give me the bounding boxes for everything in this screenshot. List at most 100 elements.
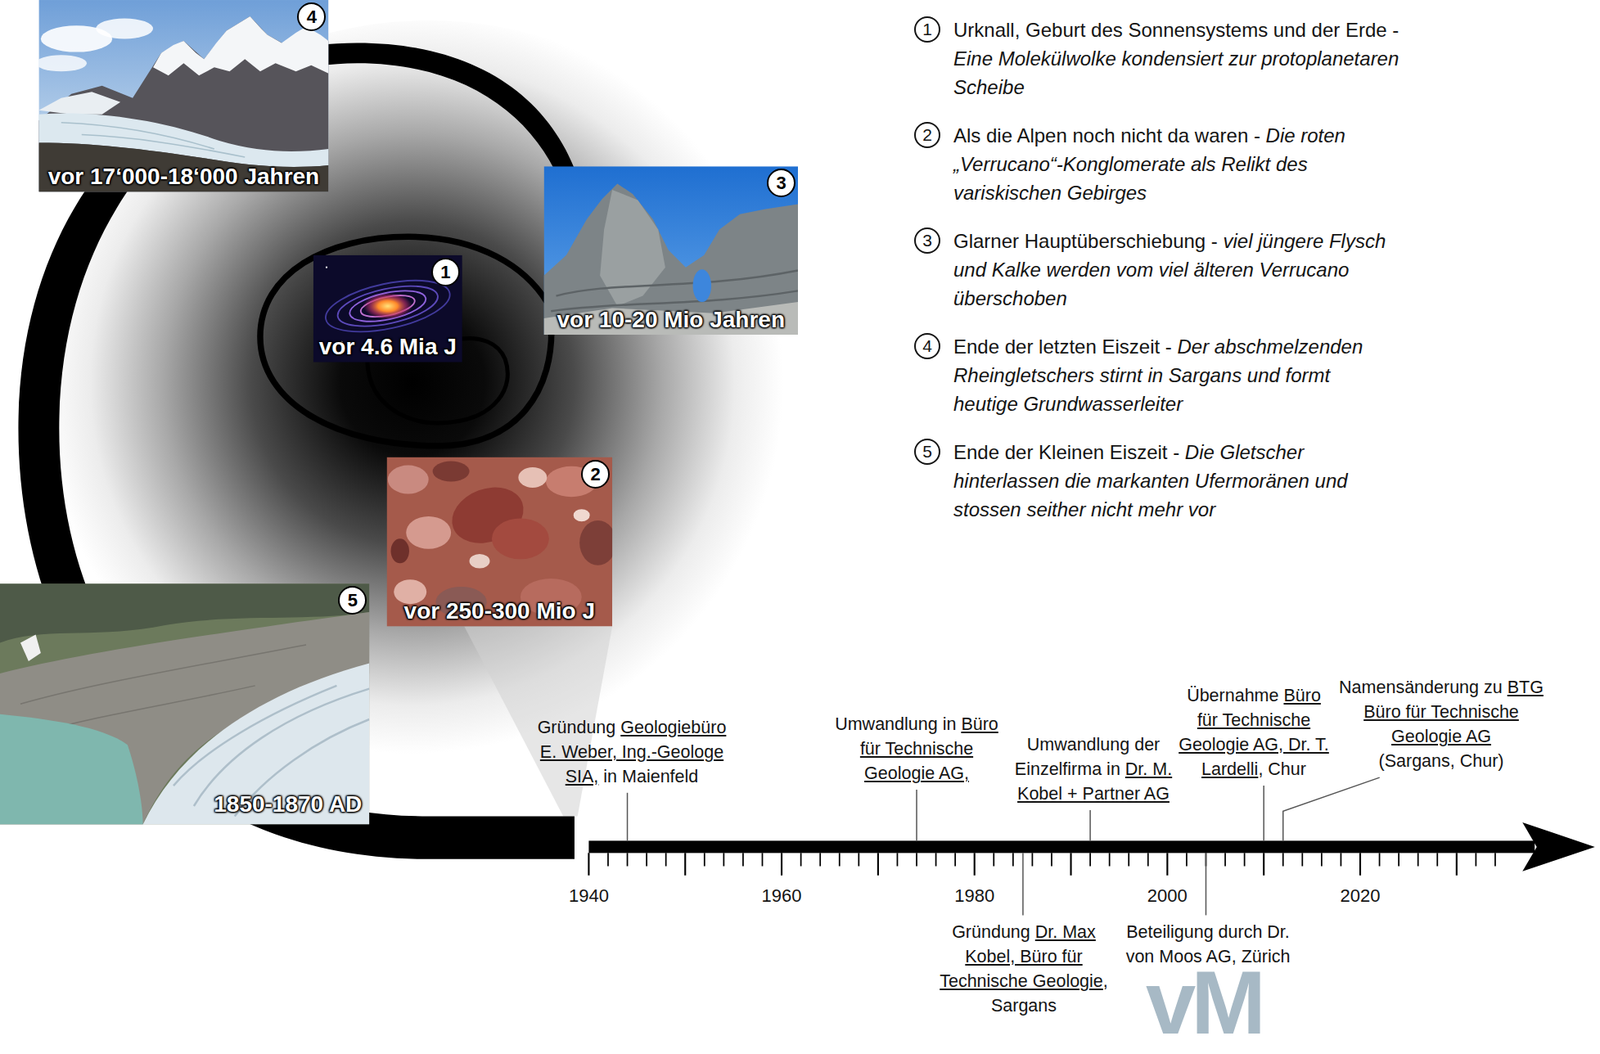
callout-number: 3 [914, 227, 941, 254]
callout-number: 4 [297, 2, 326, 32]
timeline-event: Gründung Dr. Max Kobel, Büro für Technis… [937, 919, 1111, 1019]
event-title: Urknall, Geburt des Sonnensystems und de… [953, 18, 1399, 41]
callout-number: 5 [914, 438, 941, 465]
event-text: Gründung [951, 922, 1031, 942]
leader-line [1283, 777, 1380, 841]
scree [544, 301, 798, 335]
disc-ring [359, 291, 418, 321]
pebble [387, 465, 429, 495]
protostar-glow [363, 292, 413, 320]
leader-line [1089, 810, 1091, 841]
pebble [469, 554, 491, 568]
photo-caption: vor 10-20 Mio Jahren [556, 306, 785, 334]
event-text: Gründung [537, 717, 617, 738]
thrust-photo [544, 166, 798, 335]
event-text: , Chur [1257, 759, 1307, 780]
valley-floor [38, 143, 329, 193]
leader-line [1262, 785, 1264, 841]
callout-number: 1 [431, 257, 460, 287]
photo-ground [387, 457, 613, 627]
sky [38, 0, 329, 192]
photo-caption: 1850-1870 AD [213, 791, 362, 818]
callout-number: 4 [914, 333, 941, 360]
galaxy-photo [313, 255, 463, 363]
axis-year: 2020 [1327, 885, 1393, 907]
leader-line [1022, 852, 1024, 915]
photo-frame: vor 4.6 Mia J 1 [313, 255, 463, 363]
event-item: 2 Als die Alpen noch nicht da waren - Die… [914, 121, 1406, 208]
callout-number: 2 [581, 459, 610, 489]
callout-number: 5 [338, 585, 367, 615]
event-item: 3 Glarner Hauptüberschiebung - viel jünge… [914, 226, 1406, 313]
event-text: Übernahme [1186, 685, 1279, 706]
photo-frame: vor 250-300 Mio J 2 [387, 457, 613, 627]
glacier-lake [0, 714, 144, 825]
callout-number: 1 [914, 16, 941, 43]
callout-number: 2 [914, 121, 941, 149]
watermark-logo: vM [1145, 957, 1262, 1048]
axis-year: 2000 [1134, 885, 1200, 907]
axis-year: 1980 [941, 885, 1008, 907]
pebble [573, 509, 591, 522]
year-ticks [608, 852, 1496, 866]
event-description: Urknall, Geburt des Sonnensystems und de… [953, 15, 1400, 102]
event-description: Ende der Kleinen Eiszeit - Die Gletscher… [953, 437, 1400, 524]
cloud [38, 54, 87, 72]
spiral-loop [260, 236, 552, 447]
photo-caption: vor 4.6 Mia J [319, 333, 457, 361]
lateral-moraine [0, 612, 370, 825]
event-item: 5 Ende der Kleinen Eiszeit - Die Gletsche… [914, 437, 1406, 524]
event-description: Als die Alpen noch nicht da waren - Die … [953, 121, 1400, 208]
glacier-ice [143, 662, 370, 825]
rock-peak [544, 183, 798, 335]
event-item: 4 Ende der letzten Eiszeit - Der abschmel… [914, 332, 1406, 419]
event-text: Umwandlung in [834, 714, 956, 735]
pebble [491, 518, 550, 559]
glacier-front-photo [0, 583, 370, 825]
event-text: Namensänderung zu [1338, 677, 1503, 698]
photo-ground [313, 255, 463, 363]
thrust-line [550, 270, 798, 311]
glacier-valley-photo [38, 0, 329, 192]
event-description: Glarner Hauptüberschiebung - viel jünger… [953, 226, 1400, 313]
timeline-axis [588, 840, 1535, 853]
leader-line [915, 789, 917, 841]
photo-frame: vor 10-20 Mio Jahren 3 [544, 166, 798, 335]
event-text: (Sargans, Chur) [1338, 748, 1544, 774]
pebble [391, 538, 410, 564]
callout-number: 3 [766, 168, 796, 198]
mountains [38, 16, 329, 192]
snow-patch [20, 635, 41, 662]
star [325, 266, 328, 269]
event-title: Als die Alpen noch nicht da waren - [953, 124, 1261, 147]
sky [544, 166, 798, 335]
timeline-event: Übernahme Büro für Technische Geologie A… [1178, 683, 1330, 782]
disc-ring [347, 284, 429, 327]
event-detail: Eine Molekülwolke kondensiert zur protop… [953, 47, 1399, 99]
event-title: Ende der Kleinen Eiszeit - [953, 441, 1180, 464]
pebble [579, 520, 613, 566]
event-text: in Maienfeld [603, 766, 699, 787]
cloud [95, 18, 154, 39]
photo-caption: vor 17‘000-18‘000 Jahren [48, 163, 320, 190]
event-list: 1 Urknall, Geburt des Sonnensystems und d… [914, 15, 1406, 544]
photo-caption: vor 250-300 Mio J [404, 598, 595, 625]
timeline-arrowhead [1522, 822, 1596, 872]
pebble [405, 516, 451, 550]
event-description: Ende der letzten Eiszeit - Der abschmelz… [953, 332, 1400, 419]
event-title: Ende der letzten Eiszeit - [953, 335, 1172, 358]
pebble [518, 467, 547, 488]
pebble [432, 461, 470, 483]
conglomerate-photo [387, 457, 613, 627]
axis-year: 1960 [748, 885, 815, 907]
photo-frame: vor 17‘000-18‘000 Jahren 4 [38, 0, 329, 192]
photo-frame: 1850-1870 AD 5 [0, 583, 370, 825]
leader-line [1205, 852, 1207, 915]
rock-arch [693, 269, 712, 302]
leader-line [626, 793, 628, 842]
event-title: Glarner Hauptüberschiebung - [953, 229, 1218, 253]
axis-year: 1940 [555, 885, 622, 907]
timeline-event: Umwandlung in Büro für Technische Geolog… [829, 712, 1006, 786]
event-item: 1 Urknall, Geburt des Sonnensystems und d… [914, 15, 1406, 102]
